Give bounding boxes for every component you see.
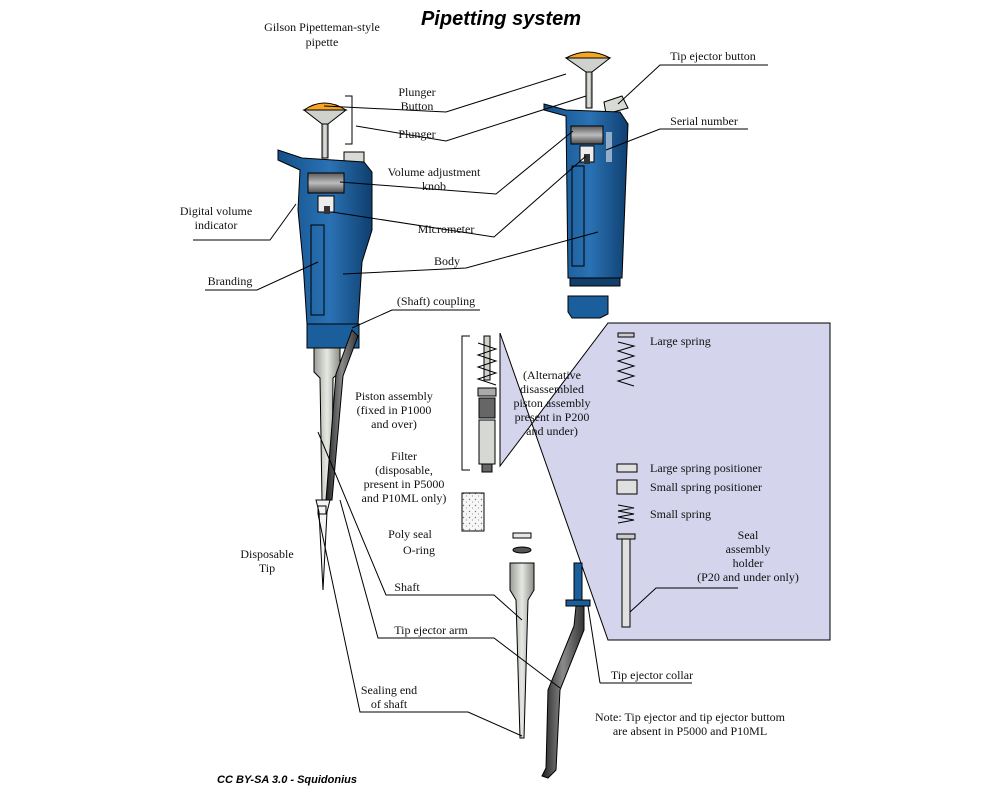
- label-seal-holder-2: assembly: [726, 542, 771, 556]
- volume-knob-right: [570, 125, 604, 145]
- tip-ejector-collar: [573, 562, 583, 604]
- label-alt-piston-3: piston assembly: [514, 396, 591, 410]
- label-body: Body: [434, 254, 460, 268]
- label-piston-assembly-2: (fixed in P1000: [357, 403, 432, 417]
- small-spring-positioner: [616, 479, 638, 495]
- label-plunger: Plunger: [398, 127, 435, 141]
- label-poly-seal: Poly seal: [388, 527, 432, 541]
- label-filter-1: Filter: [391, 449, 417, 463]
- label-disposable-tip-1: Disposable: [240, 547, 293, 561]
- label-o-ring: O-ring: [403, 543, 435, 557]
- tip-ejector-arm-separate: [541, 605, 585, 779]
- label-alt-piston-4: present in P200: [515, 410, 590, 424]
- branding-panel: [310, 224, 325, 316]
- label-piston-assembly-1: Piston assembly: [355, 389, 433, 403]
- label-filter-3: present in P5000: [364, 477, 445, 491]
- credit: CC BY-SA 3.0 - Squidonius: [217, 774, 357, 786]
- large-spring-positioner: [616, 463, 638, 473]
- label-micrometer: Micrometer: [418, 222, 475, 236]
- piston-assembly: [461, 335, 498, 473]
- label-volume-knob-1: Volume adjustment: [388, 165, 481, 179]
- label-pipette-type-1: Gilson Pipetteman-style: [264, 20, 380, 34]
- label-small-spring: Small spring: [650, 507, 711, 521]
- label-filter-2: (disposable,: [375, 463, 433, 477]
- label-sealing-end-1: Sealing end: [361, 683, 417, 697]
- plunger-rod-right: [585, 71, 593, 109]
- label-pipette-type-2: pipette: [306, 35, 339, 49]
- label-note-1: Note: Tip ejector and tip ejector buttom: [595, 710, 786, 724]
- label-seal-holder-1: Seal: [738, 528, 759, 542]
- label-seal-holder-4: (P20 and under only): [697, 570, 799, 584]
- leader-lines: [193, 64, 768, 737]
- large-spring: [616, 341, 636, 387]
- serial-number-mark: [606, 132, 612, 162]
- assembled-pipette: [277, 102, 373, 591]
- label-digital-indicator-2: indicator: [195, 218, 238, 232]
- o-ring: [512, 546, 532, 554]
- label-large-spring-positioner: Large spring positioner: [650, 461, 762, 475]
- label-sealing-end-2: of shaft: [371, 697, 408, 711]
- label-small-spring-positioner: Small spring positioner: [650, 480, 762, 494]
- shaft-separate: [509, 562, 535, 739]
- piston-bracket: [461, 335, 470, 471]
- tip-ejector-arm-left: [325, 329, 359, 501]
- label-piston-assembly-3: and over): [371, 417, 417, 431]
- small-spring: [617, 504, 635, 524]
- label-plunger-button-1: Plunger: [398, 85, 435, 99]
- micrometer-right: [584, 154, 590, 164]
- label-filter-4: and P10ML only): [362, 491, 447, 505]
- label-tip-ejector-arm: Tip ejector arm: [394, 623, 468, 637]
- label-seal-holder-3: holder: [733, 556, 764, 570]
- label-note-2: are absent in P5000 and P10ML: [613, 724, 767, 738]
- label-tip-ejector-collar: Tip ejector collar: [611, 668, 693, 682]
- disassembled-parts: [616, 332, 638, 628]
- label-tip-ejector-button: Tip ejector button: [670, 49, 756, 63]
- micrometer-left: [324, 206, 330, 214]
- piston-spring: [476, 342, 498, 386]
- label-volume-knob-2: knob: [422, 179, 446, 193]
- volume-knob-left: [307, 172, 345, 194]
- label-alt-piston-1: (Alternative: [523, 368, 581, 382]
- label-large-spring: Large spring: [650, 334, 711, 348]
- label-shaft: Shaft: [394, 580, 420, 594]
- title: Pipetting system: [421, 8, 581, 30]
- label-alt-piston-2: disassembled: [520, 382, 584, 396]
- alt-piston-panel: [499, 322, 831, 641]
- coupling-right: [567, 295, 609, 319]
- label-branding: Branding: [208, 274, 253, 288]
- filter: [461, 492, 485, 532]
- plunger-rod-left: [321, 123, 329, 159]
- label-serial-number: Serial number: [670, 114, 738, 128]
- poly-seal: [512, 532, 532, 539]
- label-disposable-tip-2: Tip: [259, 561, 275, 575]
- pipette-body-right-group: [543, 51, 629, 319]
- label-alt-piston-5: and under): [526, 424, 578, 438]
- label-shaft-coupling: (Shaft) coupling: [397, 294, 475, 308]
- seal-assembly-holder: [621, 538, 631, 628]
- label-plunger-button-2: Button: [401, 99, 434, 113]
- plunger-button-right: [565, 51, 611, 59]
- label-digital-indicator-1: Digital volume: [180, 204, 252, 218]
